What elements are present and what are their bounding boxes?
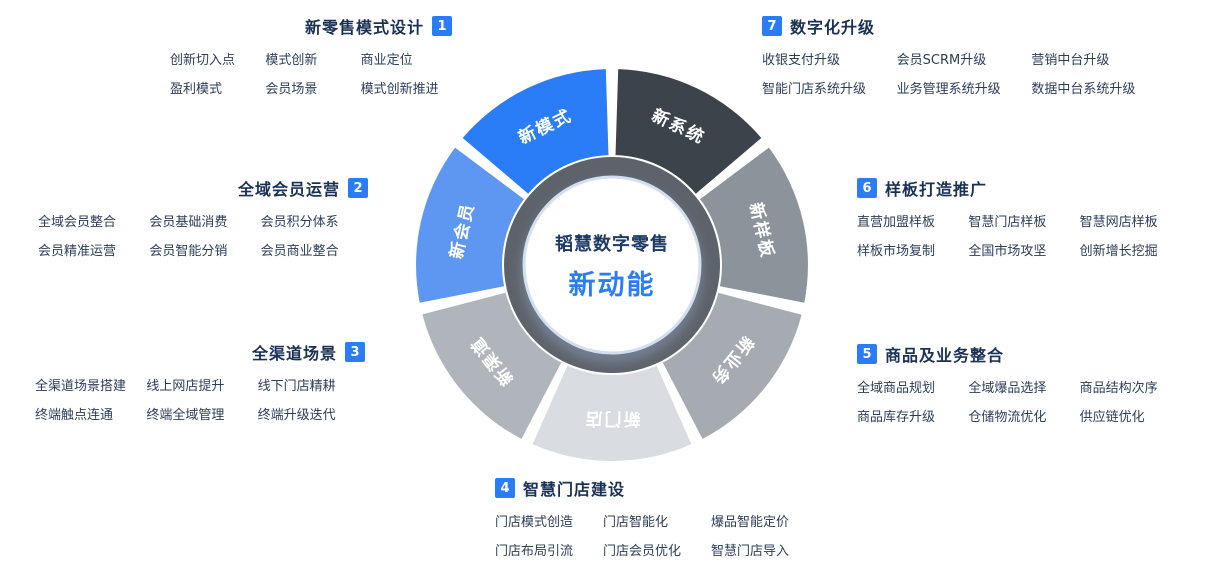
section-title: 智慧门店建设 <box>523 480 626 499</box>
list-item: 营销中台升级 <box>1031 53 1110 68</box>
section-number-badge: 1 <box>432 16 452 36</box>
list-item: 全国市场攻坚 <box>968 244 1047 259</box>
section-items: 收银支付升级 会员SCRM升级 营销中台升级 智能门店系统升级 业务管理系统升级… <box>762 52 1162 98</box>
section-member-operation: 全域会员运营 2 全域会员整合 会员基础消费 会员积分体系 会员精准运营 会员智… <box>38 178 368 260</box>
list-item: 创新增长挖掘 <box>1079 244 1158 259</box>
list-item: 供应链优化 <box>1079 410 1145 425</box>
list-item: 商业定位 <box>360 53 413 68</box>
section-header: 7 数字化升级 <box>762 16 1162 37</box>
list-item: 终端触点连通 <box>35 408 114 423</box>
list-item: 全域爆品选择 <box>968 381 1047 396</box>
list-item: 直营加盟样板 <box>857 215 936 230</box>
list-item: 业务管理系统升级 <box>896 82 1001 97</box>
section-number-badge: 3 <box>345 342 365 362</box>
section-items: 全渠道场景搭建 线上网店提升 线下门店精耕 终端触点连通 终端全域管理 终端升级… <box>35 378 365 424</box>
center-subtitle: 新动能 <box>569 269 656 301</box>
wheel-segment-new-channel <box>422 292 562 439</box>
list-item: 商品结构次序 <box>1079 381 1158 396</box>
list-item: 爆品智能定价 <box>711 515 790 530</box>
list-item: 终端全域管理 <box>146 408 225 423</box>
section-title: 商品及业务整合 <box>885 346 1005 365</box>
section-number-badge: 4 <box>495 478 515 498</box>
list-item: 会员智能分销 <box>149 244 228 259</box>
list-item: 智慧门店样板 <box>968 215 1047 230</box>
wheel-diagram: 新系统 新样板 新业务 新门店 新渠道 新会员 新模式 韬慧数字零售 新动能 <box>392 45 832 485</box>
list-item: 门店会员优化 <box>603 544 682 559</box>
wheel-svg: 新系统 新样板 新业务 新门店 新渠道 新会员 新模式 韬慧数字零售 新动能 <box>416 69 808 462</box>
list-item: 仓储物流优化 <box>968 410 1047 425</box>
section-header: 5 商品及业务整合 <box>857 344 1187 365</box>
list-item: 会员基础消费 <box>149 215 228 230</box>
list-item: 会员商业整合 <box>260 244 339 259</box>
section-number-badge: 5 <box>857 344 877 364</box>
section-header: 全域会员运营 2 <box>38 178 368 199</box>
list-item: 全渠道场景搭建 <box>35 379 127 394</box>
section-title: 样板打造推广 <box>885 180 988 199</box>
section-omnichannel-scene: 全渠道场景 3 全渠道场景搭建 线上网店提升 线下门店精耕 终端触点连通 终端全… <box>35 342 365 424</box>
list-item: 智慧网店样板 <box>1079 215 1158 230</box>
segment-label-new-store: 新门店 <box>584 408 641 429</box>
list-item: 全域商品规划 <box>857 381 936 396</box>
section-title: 全渠道场景 <box>251 344 337 363</box>
section-product-business-integration: 5 商品及业务整合 全域商品规划 全域爆品选择 商品结构次序 商品库存升级 仓储… <box>857 344 1187 426</box>
list-item: 创新切入点 <box>170 53 236 68</box>
list-item: 会员SCRM升级 <box>896 53 987 68</box>
wheel-segment-new-template <box>700 147 808 303</box>
section-number-badge: 6 <box>857 178 877 198</box>
section-digital-upgrade: 7 数字化升级 收银支付升级 会员SCRM升级 营销中台升级 智能门店系统升级 … <box>762 16 1162 98</box>
center-title: 韬慧数字零售 <box>555 233 669 255</box>
list-item: 盈利模式 <box>170 82 223 97</box>
section-new-retail-model-design: 新零售模式设计 1 创新切入点 模式创新 商业定位 盈利模式 会员场景 模式创新… <box>170 16 452 98</box>
list-item: 会员积分体系 <box>260 215 339 230</box>
section-header: 6 样板打造推广 <box>857 178 1187 199</box>
list-item: 收银支付升级 <box>762 53 841 68</box>
list-item: 线下门店精耕 <box>257 379 336 394</box>
list-item: 会员精准运营 <box>38 244 117 259</box>
list-item: 数据中台系统升级 <box>1031 82 1136 97</box>
section-template-promotion: 6 样板打造推广 直营加盟样板 智慧门店样板 智慧网店样板 样板市场复制 全国市… <box>857 178 1187 260</box>
section-number-badge: 2 <box>348 178 368 198</box>
list-item: 门店模式创造 <box>495 515 574 530</box>
section-number-badge: 7 <box>762 16 782 36</box>
list-item: 智能门店系统升级 <box>762 82 867 97</box>
list-item: 门店布局引流 <box>495 544 574 559</box>
section-header: 4 智慧门店建设 <box>495 478 815 499</box>
list-item: 门店智能化 <box>603 515 669 530</box>
list-item: 终端升级迭代 <box>257 408 336 423</box>
section-items: 创新切入点 模式创新 商业定位 盈利模式 会员场景 模式创新推进 <box>170 52 452 98</box>
section-smart-store-construction: 4 智慧门店建设 门店模式创造 门店智能化 爆品智能定价 门店布局引流 门店会员… <box>495 478 815 560</box>
list-item: 样板市场复制 <box>857 244 936 259</box>
list-item: 智慧门店导入 <box>711 544 790 559</box>
list-item: 模式创新 <box>265 53 318 68</box>
wheel-segment-new-business <box>662 292 802 439</box>
list-item: 商品库存升级 <box>857 410 936 425</box>
list-item: 会员场景 <box>265 82 318 97</box>
section-title: 数字化升级 <box>790 18 876 37</box>
section-items: 全域商品规划 全域爆品选择 商品结构次序 商品库存升级 仓储物流优化 供应链优化 <box>857 380 1187 426</box>
wheel-segment-new-member <box>416 147 524 303</box>
section-title: 新零售模式设计 <box>304 18 424 37</box>
section-items: 门店模式创造 门店智能化 爆品智能定价 门店布局引流 门店会员优化 智慧门店导入 <box>495 514 815 560</box>
section-header: 全渠道场景 3 <box>35 342 365 363</box>
list-item: 模式创新推进 <box>360 82 439 97</box>
list-item: 线上网店提升 <box>146 379 225 394</box>
section-title: 全域会员运营 <box>237 180 340 199</box>
center-circle <box>522 175 702 355</box>
section-items: 全域会员整合 会员基础消费 会员积分体系 会员精准运营 会员智能分销 会员商业整… <box>38 214 368 260</box>
wheel-segment-new-model <box>462 69 609 194</box>
list-item: 全域会员整合 <box>38 215 117 230</box>
section-header: 新零售模式设计 1 <box>170 16 452 37</box>
wheel-segment-new-store <box>532 365 692 462</box>
section-items: 直营加盟样板 智慧门店样板 智慧网店样板 样板市场复制 全国市场攻坚 创新增长挖… <box>857 214 1187 260</box>
wheel-segment-new-system <box>615 69 762 194</box>
